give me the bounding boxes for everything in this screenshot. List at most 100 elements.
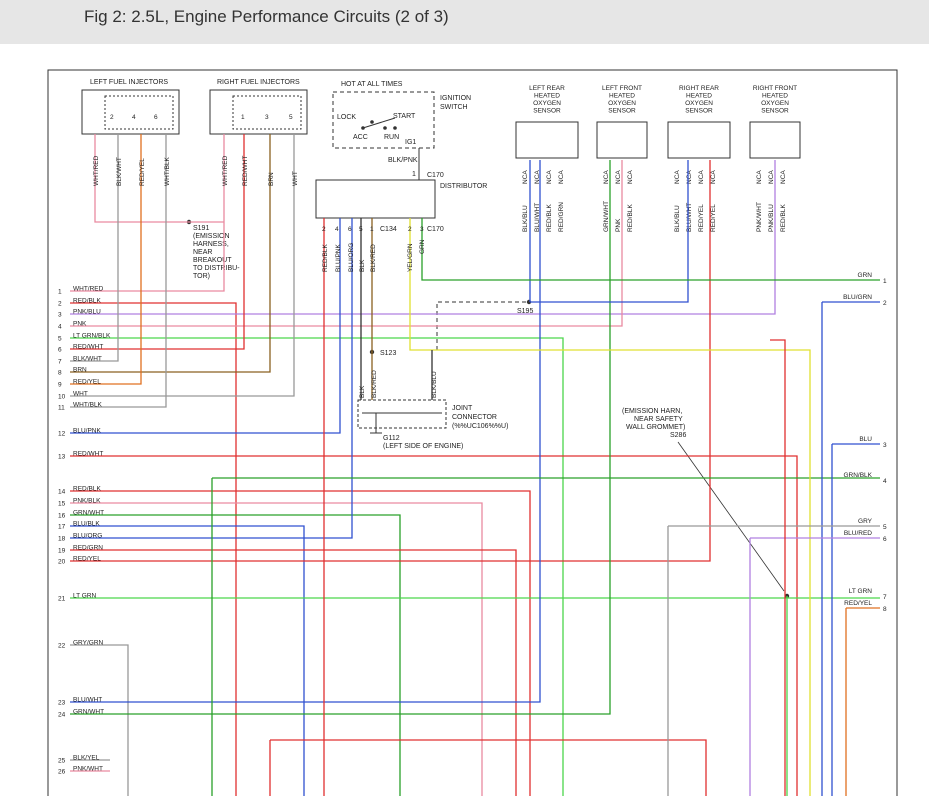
sensor-label: OXYGEN bbox=[761, 100, 789, 107]
nca-label: NCA bbox=[522, 170, 529, 184]
left-circuit-number: 5 bbox=[58, 336, 62, 343]
sensor-label: SENSOR bbox=[761, 108, 789, 115]
wire-wht-red-inj bbox=[94, 134, 224, 223]
sensor-label: HEATED bbox=[534, 93, 560, 100]
sensor-wire-label: RED/YEL bbox=[698, 204, 705, 232]
right-circuit-number: 5 bbox=[883, 524, 887, 531]
right-circuit-label: GRY bbox=[858, 518, 873, 525]
ignition-hot-label: HOT AT ALL TIMES bbox=[341, 81, 403, 88]
ground-g112: G112 (LEFT SIDE OF ENGINE) bbox=[370, 413, 463, 450]
sensor-wire-label: RED/GRN bbox=[558, 202, 565, 232]
left-circuit-label: WHT/BLK bbox=[73, 402, 103, 409]
sensor-label: OXYGEN bbox=[608, 100, 636, 107]
nca-label: NCA bbox=[698, 170, 705, 184]
wire-lt-grn-blk bbox=[70, 337, 564, 796]
right-circuit-number: 4 bbox=[883, 478, 887, 485]
ignition-switch: HOT AT ALL TIMES IGNITION SWITCH LOCK AC… bbox=[332, 81, 471, 180]
ignition-label-2: SWITCH bbox=[440, 104, 468, 111]
right-injector-wire: WHT/RED bbox=[222, 155, 229, 186]
left-circuit-label: RED/WHT bbox=[73, 344, 103, 351]
left-circuit-label: GRY/GRN bbox=[73, 640, 104, 647]
sensor-label: RIGHT REAR bbox=[679, 85, 719, 92]
distributor-wire-label: BLU/ORG bbox=[348, 243, 355, 272]
left-circuit-label: RED/YEL bbox=[73, 556, 101, 563]
left-circuit-label: BLU/ORG bbox=[73, 533, 102, 540]
wire-red-yel-20 bbox=[70, 160, 711, 562]
sensor-wire-label: PNK/WHT bbox=[756, 202, 763, 232]
wire-brn bbox=[70, 134, 271, 373]
nca-label: NCA bbox=[534, 170, 541, 184]
right-circuit-label: RED/YEL bbox=[844, 600, 872, 607]
right-circuit-label: BLU/RED bbox=[844, 530, 872, 537]
distributor-label: DISTRIBUTOR bbox=[440, 183, 487, 190]
right-injector-pin: 1 bbox=[241, 114, 245, 121]
wire-wht-red bbox=[70, 134, 225, 292]
figure-title: Fig 2: 2.5L, Engine Performance Circuits… bbox=[84, 7, 449, 26]
nca-label: NCA bbox=[674, 170, 681, 184]
distributor-pin: 1 bbox=[370, 226, 374, 233]
joint-connector-line-2: CONNECTOR bbox=[452, 414, 497, 421]
distributor-wire-label: RED/BLK bbox=[322, 244, 329, 272]
sensor-wire-label: BLK/BLU bbox=[674, 205, 681, 232]
left-circuit-label: RED/YEL bbox=[73, 379, 101, 386]
sensor-label: RIGHT FRONT bbox=[753, 85, 797, 92]
sensor-label: HEATED bbox=[609, 93, 635, 100]
left-injector-wire: WHT/BLK bbox=[164, 156, 171, 186]
nca-label: NCA bbox=[603, 170, 610, 184]
left-circuit-label: BLU/BLK bbox=[73, 521, 100, 528]
sensor-wire-label: BLU/WHT bbox=[534, 203, 541, 232]
right-injector-wire: RED/WHT bbox=[242, 156, 249, 186]
left-circuit-number: 10 bbox=[58, 394, 66, 401]
left-circuit-number: 26 bbox=[58, 769, 66, 776]
distributor-wire-right: YEL/GRN bbox=[407, 243, 414, 272]
dist-grn bbox=[421, 218, 880, 281]
distributor-pin: 2 bbox=[322, 226, 326, 233]
distributor-connector-c134: C134 bbox=[380, 226, 397, 233]
figure-header: Fig 2: 2.5L, Engine Performance Circuits… bbox=[0, 0, 929, 44]
joint-connector-line-3: (%%UC106%%U) bbox=[452, 423, 508, 430]
distributor-wire-label: BLK/RED bbox=[370, 244, 377, 272]
splice-s123: S123 bbox=[369, 349, 396, 357]
s286-line-1: (EMISSION HARN, bbox=[622, 408, 682, 415]
left-injector-pin: 4 bbox=[132, 114, 136, 121]
diagram-frame bbox=[47, 69, 898, 796]
splice-s195: S195 bbox=[436, 299, 562, 350]
right-circuit-number: 6 bbox=[883, 536, 887, 543]
sensor-wire-label: RED/BLK bbox=[780, 204, 787, 232]
s286-line-2: NEAR SAFETY bbox=[634, 416, 683, 423]
ignition-wire-label: BLK/PNK bbox=[388, 157, 418, 164]
sensor-wire-label: RED/YEL bbox=[710, 204, 717, 232]
nca-label: NCA bbox=[546, 170, 553, 184]
left-circuit-number: 15 bbox=[58, 501, 66, 508]
sensor-label: SENSOR bbox=[533, 108, 561, 115]
distributor-pin: 5 bbox=[359, 226, 363, 233]
wire-blu-blk bbox=[70, 525, 305, 796]
s286-line-4: S286 bbox=[670, 432, 686, 439]
left-circuit-label: RED/BLK bbox=[73, 298, 101, 305]
left-circuit-number: 23 bbox=[58, 700, 66, 707]
joint-connector-line-1: JOINT bbox=[452, 405, 473, 412]
right-circuit-number: 1 bbox=[883, 278, 887, 285]
left-circuit-number: 2 bbox=[58, 301, 62, 308]
wire-wht bbox=[70, 134, 295, 397]
distributor-wire-label: BLK bbox=[359, 259, 366, 272]
nca-label: NCA bbox=[756, 170, 763, 184]
left-circuit-number: 3 bbox=[58, 312, 62, 319]
wire-red-grn bbox=[70, 549, 517, 796]
sensor-label: OXYGEN bbox=[533, 100, 561, 107]
left-circuit-label: BLU/WHT bbox=[73, 697, 102, 704]
ignition-pin: 1 bbox=[412, 171, 416, 178]
left-circuit-number: 21 bbox=[58, 596, 66, 603]
left-circuit-label: RED/GRN bbox=[73, 545, 103, 552]
wire-red-yel bbox=[70, 134, 142, 385]
sensor-label: SENSOR bbox=[685, 108, 713, 115]
left-circuit-label: PNK/BLK bbox=[73, 498, 101, 505]
wire-red-lower bbox=[270, 739, 707, 796]
wire-blu-s195 bbox=[530, 160, 689, 303]
wire-grn-wht-24 bbox=[70, 160, 611, 715]
left-circuit-number: 20 bbox=[58, 559, 66, 566]
wire-red-wht-13 bbox=[70, 455, 798, 796]
